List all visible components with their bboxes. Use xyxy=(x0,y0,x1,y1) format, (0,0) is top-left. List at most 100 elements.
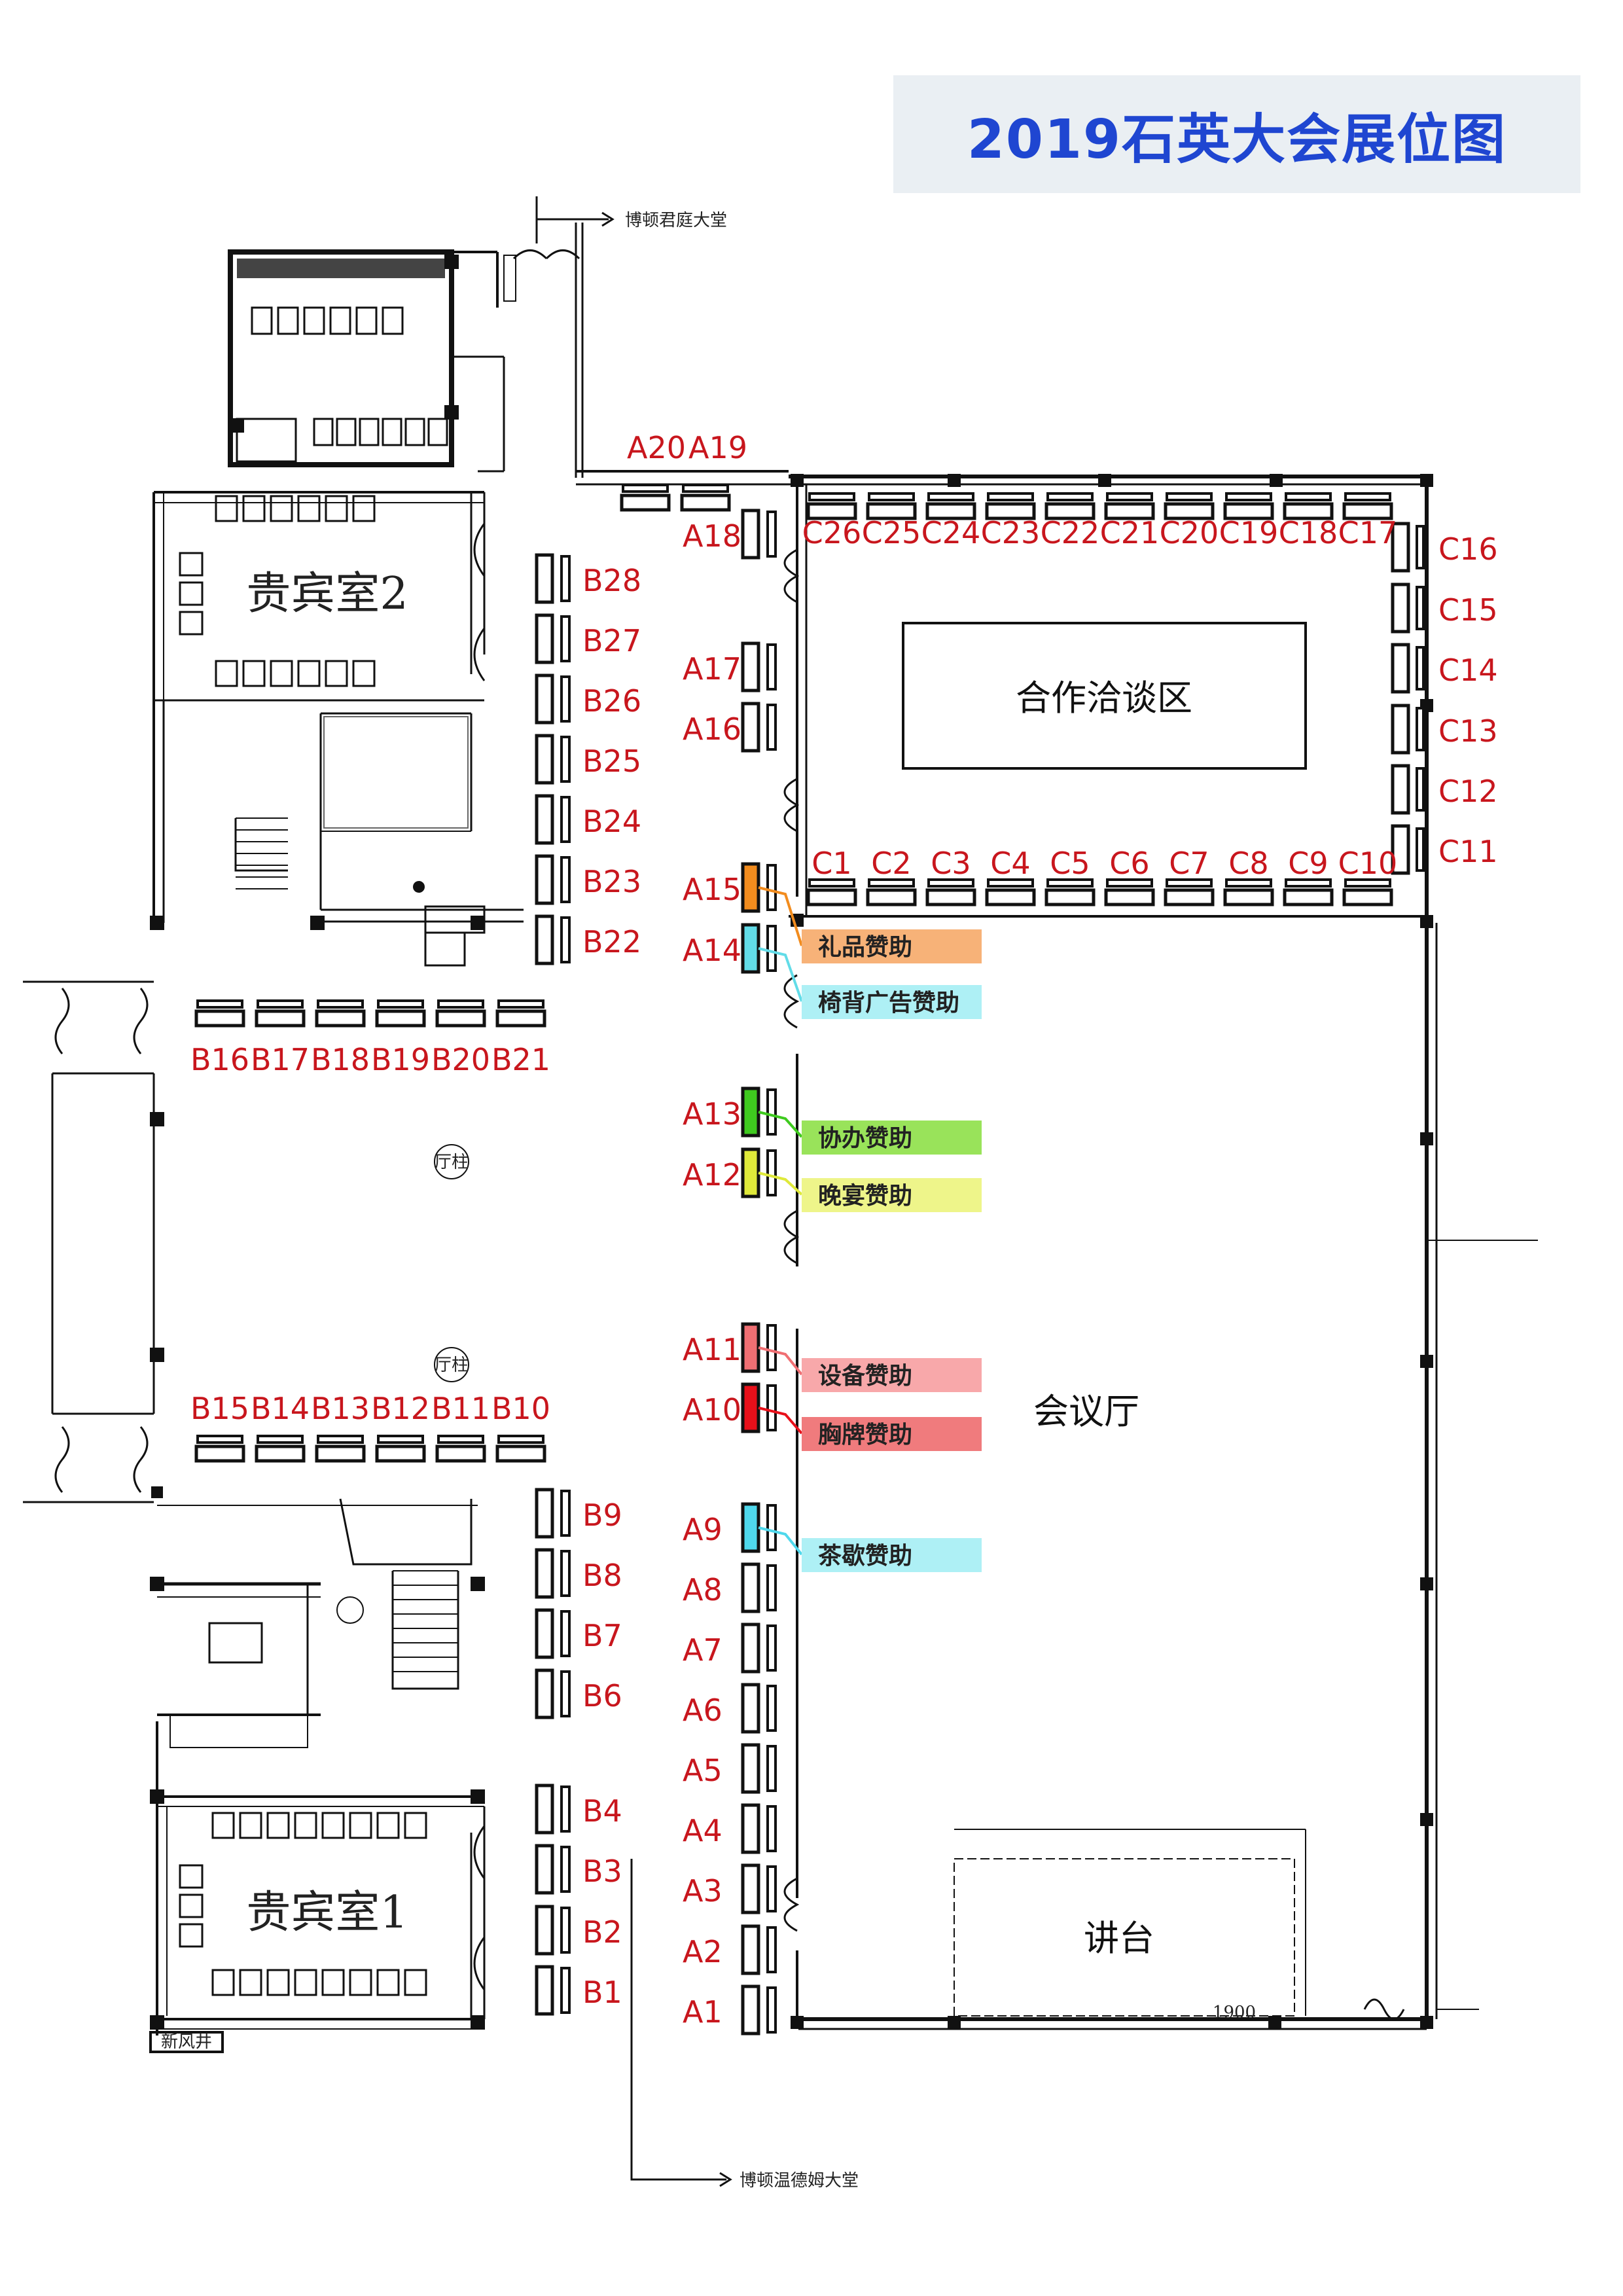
booth-a2[interactable] xyxy=(741,1924,777,1975)
booth-c2[interactable] xyxy=(866,878,917,906)
booth-b9[interactable] xyxy=(535,1488,571,1539)
booth-b21[interactable] xyxy=(495,999,546,1028)
booth-label-c23: C23 xyxy=(981,515,1041,550)
booth-b17[interactable] xyxy=(255,999,306,1028)
booth-b23[interactable] xyxy=(535,854,571,905)
booth-a7[interactable] xyxy=(741,1623,777,1674)
arrow-head-icon xyxy=(601,211,615,227)
booth-c12[interactable] xyxy=(1391,764,1425,815)
booth-b28[interactable] xyxy=(535,553,571,604)
lobby-bottom-sign: 博顿温德姆大堂 xyxy=(740,2171,859,2191)
booth-c3[interactable] xyxy=(925,878,976,906)
booth-c7[interactable] xyxy=(1164,878,1215,906)
booth-b14[interactable] xyxy=(255,1435,306,1463)
toilet-stall xyxy=(382,418,402,446)
booth-b11[interactable] xyxy=(435,1435,486,1463)
booth-a4[interactable] xyxy=(741,1803,777,1854)
booth-b4[interactable] xyxy=(535,1784,571,1835)
booth-b18[interactable] xyxy=(315,999,366,1028)
booth-a19[interactable] xyxy=(680,484,731,512)
booth-c18[interactable] xyxy=(1283,492,1334,520)
booth-c15[interactable] xyxy=(1391,583,1425,634)
booth-b19[interactable] xyxy=(375,999,426,1028)
booth-c16[interactable] xyxy=(1391,522,1425,573)
sponsor-connector xyxy=(758,1172,803,1196)
booth-c14[interactable] xyxy=(1391,643,1425,694)
booth-b10[interactable] xyxy=(495,1435,546,1463)
booth-b6[interactable] xyxy=(535,1668,571,1719)
booth-a12[interactable] xyxy=(741,1147,777,1198)
booth-a17[interactable] xyxy=(741,641,777,692)
booth-c26[interactable] xyxy=(806,492,857,520)
booth-a15[interactable] xyxy=(741,862,777,913)
booth-b27[interactable] xyxy=(535,613,571,664)
lobby-exit-arrow xyxy=(535,218,609,243)
booth-table xyxy=(497,999,544,1009)
booth-a20[interactable] xyxy=(620,484,671,512)
booth-a6[interactable] xyxy=(741,1683,777,1734)
booth-table xyxy=(808,492,855,501)
booth-b3[interactable] xyxy=(535,1844,571,1895)
booth-c6[interactable] xyxy=(1104,878,1155,906)
hall-pillar-label: 厅柱 xyxy=(435,1355,469,1375)
booth-b26[interactable] xyxy=(535,673,571,725)
booth-rects[interactable] xyxy=(194,484,1425,2036)
sponsor-label: 晚宴赞助 xyxy=(818,1182,912,1210)
booth-c5[interactable] xyxy=(1044,878,1096,906)
booth-table xyxy=(497,1435,544,1444)
booth-a16[interactable] xyxy=(741,702,777,753)
sponsor-tag-a15: 礼品赞助 xyxy=(758,886,982,963)
column-pillar xyxy=(1098,474,1111,487)
podium-box xyxy=(954,1858,1295,2017)
booth-b1[interactable] xyxy=(535,1965,571,2016)
sponsor-label: 协办赞助 xyxy=(818,1125,912,1152)
booth-c1[interactable] xyxy=(806,878,857,906)
booth-c11[interactable] xyxy=(1391,824,1425,875)
toilet-stall xyxy=(359,418,380,446)
booth-b2[interactable] xyxy=(535,1905,571,1956)
door-arc xyxy=(783,1877,800,1932)
toilet-stall xyxy=(355,306,378,335)
booth-table xyxy=(766,1865,777,1912)
booth-table xyxy=(682,484,729,493)
booth-c19[interactable] xyxy=(1223,492,1274,520)
booth-c17[interactable] xyxy=(1342,492,1393,520)
booth-c22[interactable] xyxy=(1044,492,1096,520)
booth-c24[interactable] xyxy=(925,492,976,520)
booth-a5[interactable] xyxy=(741,1743,777,1794)
booth-b20[interactable] xyxy=(435,999,486,1028)
booth-c9[interactable] xyxy=(1283,878,1334,906)
booth-a13[interactable] xyxy=(741,1086,777,1138)
booth-b16[interactable] xyxy=(194,999,245,1028)
booth-b24[interactable] xyxy=(535,794,571,845)
column-pillar xyxy=(1420,915,1433,928)
booth-b25[interactable] xyxy=(535,734,571,785)
booth-b12[interactable] xyxy=(375,1435,426,1463)
booth-b15[interactable] xyxy=(194,1435,245,1463)
booth-a1[interactable] xyxy=(741,1984,777,2036)
booth-b8[interactable] xyxy=(535,1548,571,1599)
booth-table xyxy=(766,864,777,911)
booth-a8[interactable] xyxy=(741,1562,777,1613)
booth-b13[interactable] xyxy=(315,1435,366,1463)
booth-a3[interactable] xyxy=(741,1863,777,1914)
booth-a14[interactable] xyxy=(741,923,777,974)
booth-table xyxy=(560,1490,571,1537)
booth-label-a11: A11 xyxy=(683,1332,741,1367)
labels: 合作洽谈区会议厅讲台1900博顿君庭大堂博顿温德姆大堂贵宾室2厅柱厅柱贵宾室1新… xyxy=(161,211,1498,2191)
booth-c10[interactable] xyxy=(1342,878,1393,906)
booth-c21[interactable] xyxy=(1104,492,1155,520)
booth-b7[interactable] xyxy=(535,1608,571,1659)
booth-label-a9: A9 xyxy=(683,1512,722,1547)
booth-c13[interactable] xyxy=(1391,704,1425,755)
booth-c25[interactable] xyxy=(866,492,917,520)
booth-c4[interactable] xyxy=(985,878,1036,906)
booth-a18[interactable] xyxy=(741,509,777,560)
booth-b22[interactable] xyxy=(535,914,571,965)
booth-label-a16: A16 xyxy=(683,711,741,747)
booth-label-c18: C18 xyxy=(1279,515,1338,550)
booth-table xyxy=(196,999,243,1009)
booth-c20[interactable] xyxy=(1164,492,1215,520)
booth-c23[interactable] xyxy=(985,492,1036,520)
booth-c8[interactable] xyxy=(1223,878,1274,906)
